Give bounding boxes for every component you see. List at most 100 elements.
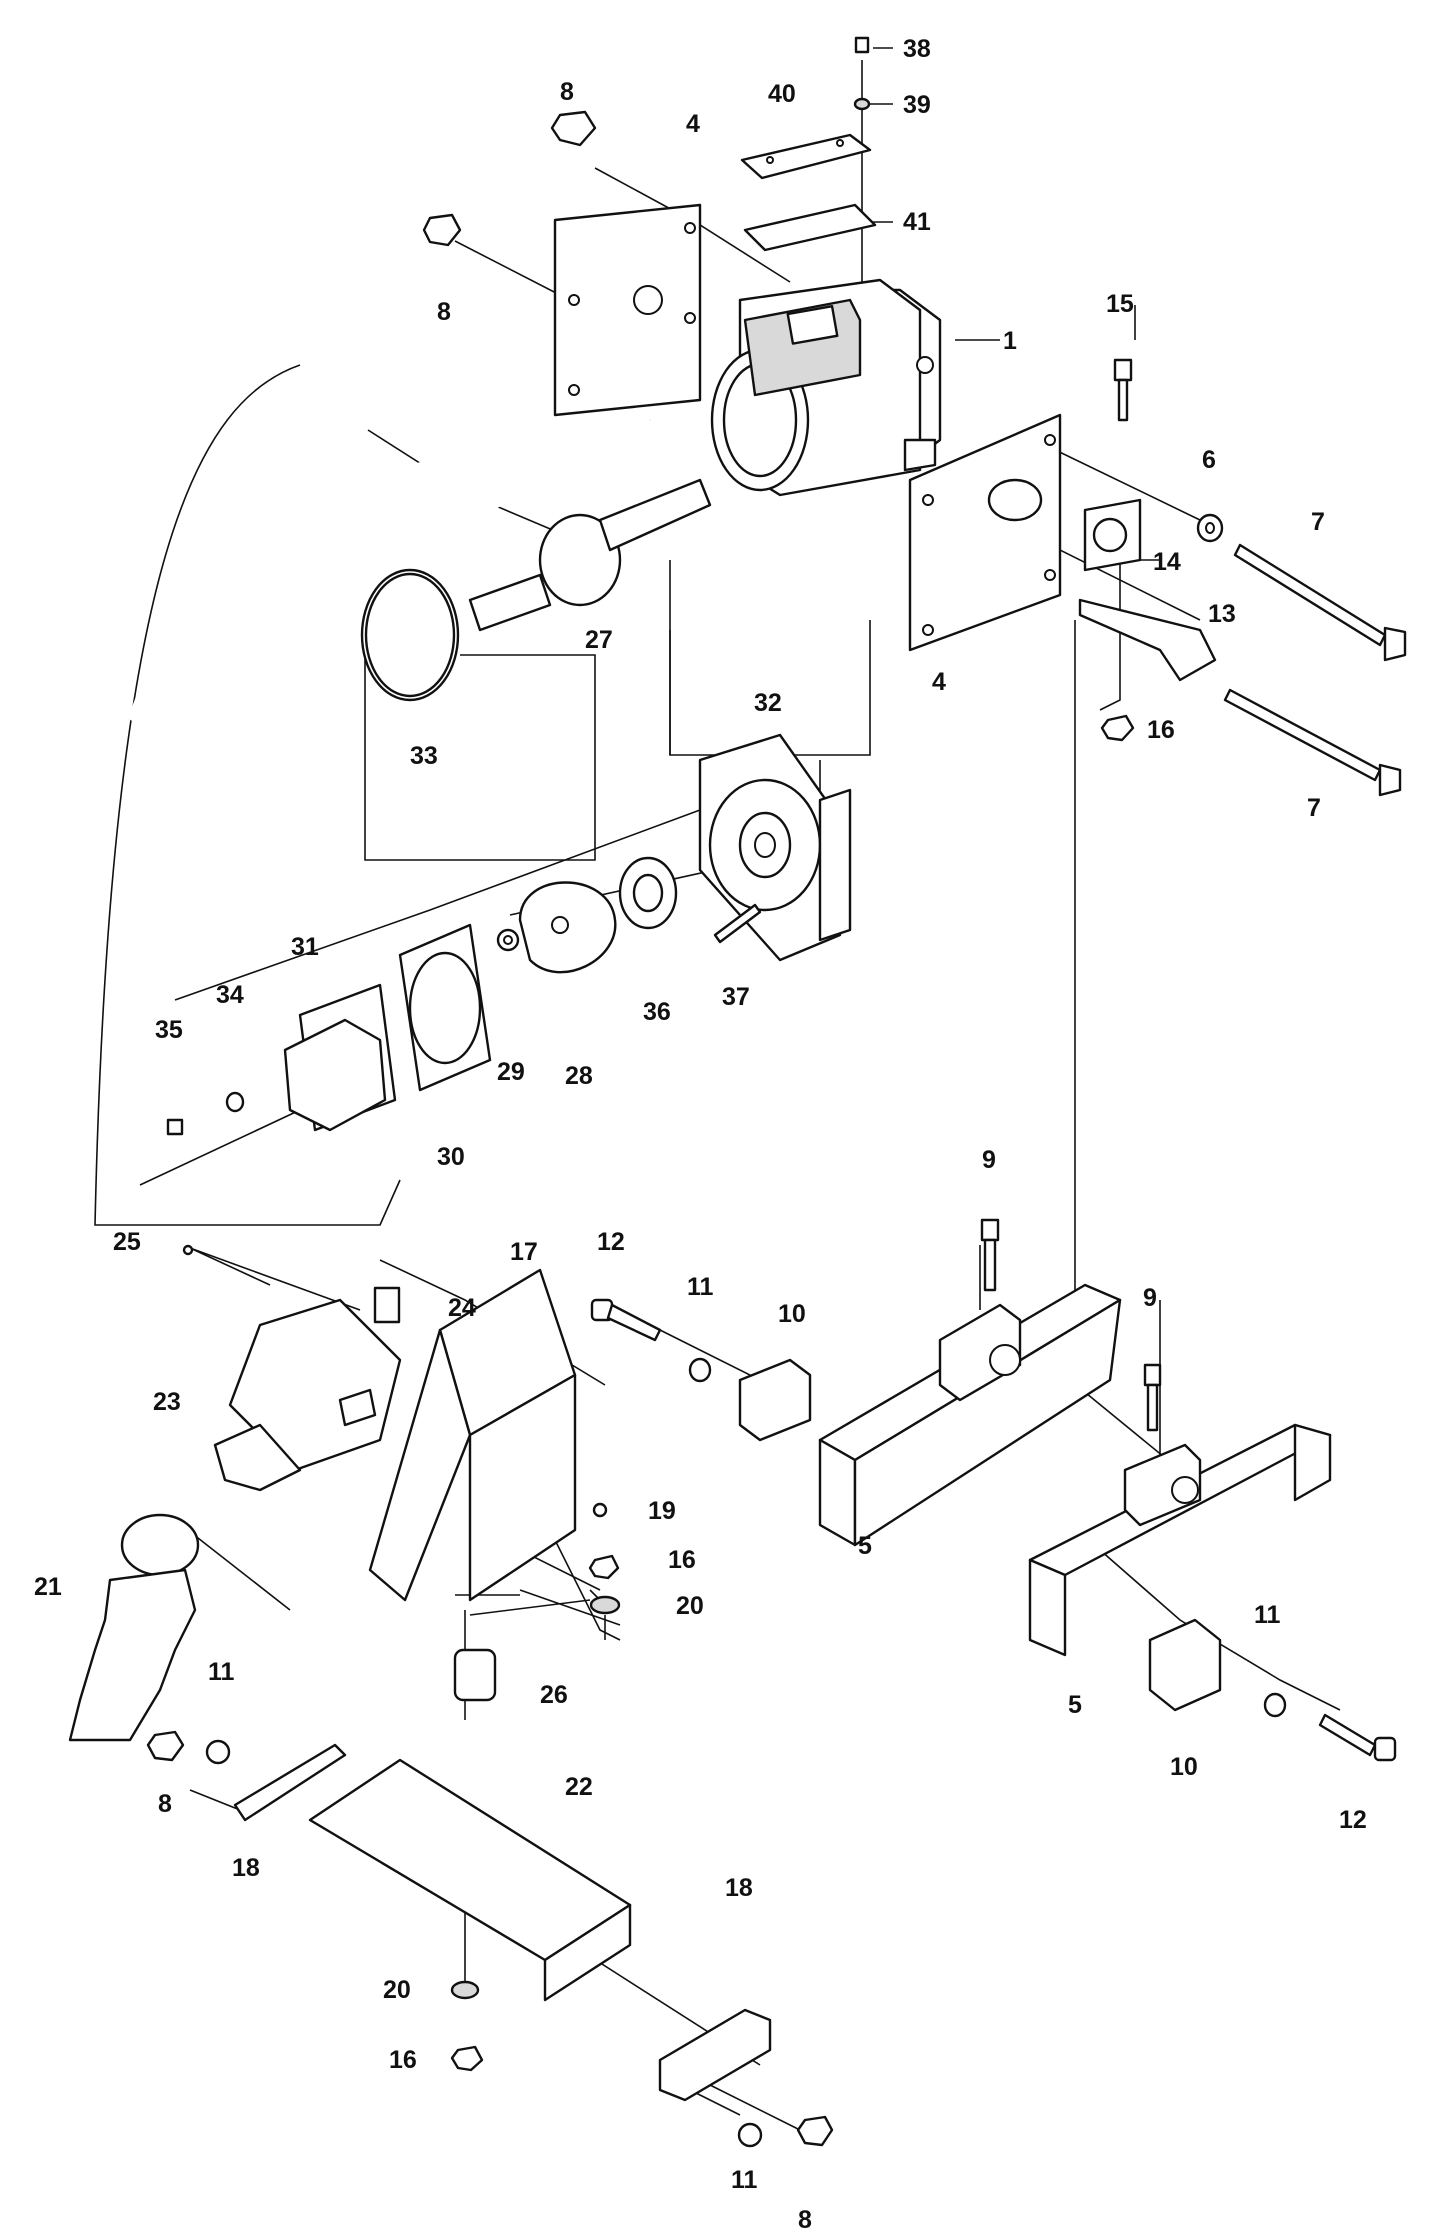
- callout-labels: 38 39 40 41 8 4 8 1 15 6 7 14 13 4 16 7 …: [34, 35, 1367, 2234]
- label-36: 36: [643, 998, 671, 1026]
- label-33: 33: [410, 742, 438, 770]
- part-bracket-18-a: [233, 1743, 347, 1822]
- part-clamp-14: [1083, 498, 1142, 572]
- label-4-b: 4: [932, 668, 946, 696]
- part-rotor-27: [468, 478, 712, 632]
- part-washer-20-b: [450, 1980, 480, 2000]
- part-rail-5-upper: [818, 1283, 1122, 1547]
- label-11-d: 11: [731, 2166, 758, 2194]
- part-washer-11-b: [205, 1739, 231, 1765]
- part-grommet-24: [373, 1286, 401, 1324]
- part-washer-34: [225, 1091, 245, 1113]
- part-bolt-9-a: [980, 1218, 1000, 1292]
- part-gasket-30: [398, 923, 492, 1092]
- part-nut-19: [592, 1502, 608, 1518]
- part-screw-25: [182, 1244, 194, 1256]
- label-5-a: 5: [858, 1532, 872, 1560]
- label-25: 25: [113, 1228, 141, 1256]
- label-8-b: 8: [437, 298, 451, 326]
- part-bolt-7-upper: [1233, 543, 1407, 662]
- label-37: 37: [722, 983, 750, 1011]
- part-nut-8-a: [550, 110, 597, 147]
- part-nut-8-c: [146, 1730, 185, 1762]
- label-22: 22: [565, 1773, 593, 1801]
- part-screw-35: [166, 1118, 184, 1136]
- part-switch-23: [213, 1298, 402, 1492]
- part-cable: [127, 417, 651, 721]
- label-30: 30: [437, 1143, 465, 1171]
- part-nut-16-a: [1100, 714, 1135, 742]
- label-16-c: 16: [389, 2046, 417, 2074]
- part-washer-11-a: [688, 1357, 712, 1383]
- label-8-d: 8: [798, 2206, 812, 2234]
- label-21: 21: [34, 1573, 62, 1601]
- part-plug-21: [68, 1513, 200, 1742]
- label-24: 24: [448, 1294, 476, 1322]
- label-13: 13: [1208, 600, 1236, 628]
- label-8-a: 8: [560, 78, 574, 106]
- label-14: 14: [1153, 548, 1181, 576]
- label-7-b: 7: [1307, 794, 1321, 822]
- part-eccentric-28: [518, 881, 617, 974]
- part-nut-16-c: [450, 2045, 484, 2072]
- label-32: 32: [754, 689, 782, 717]
- label-41: 41: [903, 208, 931, 236]
- part-oring-33: [360, 568, 460, 702]
- label-16-a: 16: [1147, 716, 1175, 744]
- label-28: 28: [565, 1062, 593, 1090]
- label-12-b: 12: [1339, 1806, 1367, 1834]
- label-4-a: 4: [686, 110, 700, 138]
- label-1: 1: [1003, 327, 1017, 355]
- label-9-b: 9: [1143, 1284, 1157, 1312]
- part-bolt-15: [1113, 358, 1133, 422]
- label-20-a: 20: [676, 1592, 704, 1620]
- part-bracket-18-b: [658, 2008, 772, 2102]
- label-15: 15: [1106, 290, 1134, 318]
- label-11-a: 11: [687, 1273, 714, 1301]
- part-nut-16-b: [588, 1554, 620, 1580]
- label-5-b: 5: [1068, 1691, 1082, 1719]
- part-block-10-a: [738, 1358, 812, 1442]
- part-bolt-7-lower: [1223, 688, 1402, 797]
- label-27: 27: [585, 626, 613, 654]
- part-housing-32: [698, 733, 852, 962]
- part-nut-8-b: [422, 213, 462, 247]
- label-9-a: 9: [982, 1146, 996, 1174]
- part-motor-1: [710, 278, 942, 497]
- part-rail-5-lower: [1028, 1423, 1332, 1657]
- label-18-a: 18: [232, 1854, 260, 1882]
- label-40: 40: [768, 80, 796, 108]
- label-38: 38: [903, 35, 931, 63]
- label-31: 31: [291, 933, 319, 961]
- part-gasket-41: [743, 203, 877, 252]
- part-screw-38: [854, 36, 870, 54]
- part-block-10-b: [1148, 1618, 1222, 1712]
- label-10-a: 10: [778, 1300, 806, 1328]
- part-plate-4-lower: [908, 413, 1062, 652]
- label-29: 29: [497, 1058, 525, 1086]
- label-11-b: 11: [208, 1658, 235, 1686]
- part-nut-8-d: [796, 2115, 834, 2147]
- label-12-a: 12: [597, 1228, 625, 1256]
- part-plate-4-upper: [553, 203, 702, 417]
- part-washer-11-c: [1263, 1692, 1287, 1718]
- part-screw-37: [713, 903, 762, 944]
- part-washer-39: [853, 97, 871, 111]
- label-10-b: 10: [1170, 1753, 1198, 1781]
- part-cover-40: [740, 133, 872, 180]
- label-19: 19: [648, 1497, 676, 1525]
- part-cover-31: [283, 983, 397, 1132]
- label-18-b: 18: [725, 1874, 753, 1902]
- part-washer-11-d: [737, 2122, 763, 2148]
- label-39: 39: [903, 91, 931, 119]
- label-8-c: 8: [158, 1790, 172, 1818]
- label-34: 34: [216, 981, 244, 1009]
- label-20-b: 20: [383, 1976, 411, 2004]
- label-23: 23: [153, 1388, 181, 1416]
- part-washer-6: [1196, 513, 1224, 543]
- part-nut-29: [496, 928, 520, 952]
- part-bracket-17: [368, 1268, 577, 1602]
- leader-lines: [94, 47, 1341, 2131]
- part-bolt-9-b: [1143, 1363, 1162, 1432]
